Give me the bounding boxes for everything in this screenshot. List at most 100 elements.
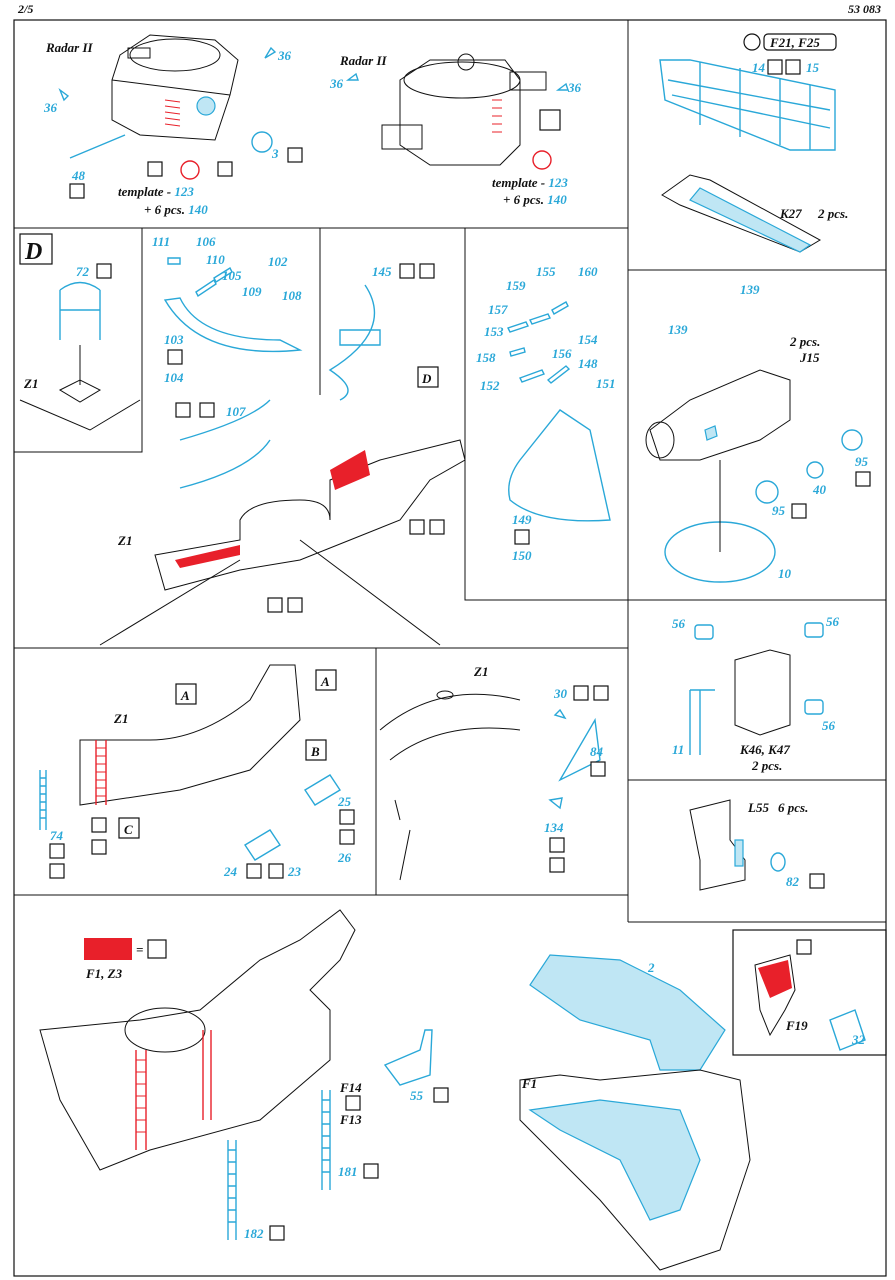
bl-part-f14: F14 (339, 1080, 362, 1095)
k46-label: K46, K47 (739, 742, 790, 757)
radar-right-template-label: template - (492, 175, 548, 190)
k27-part-14: 14 (752, 60, 766, 75)
k27-part-15: 15 (806, 60, 820, 75)
radar-right-part-36a: 36 (329, 76, 344, 91)
ladder-letter-a1: A (180, 688, 190, 703)
radar-left-part-36b: 36 (43, 100, 58, 115)
radar-right-pcs-label: + 6 pcs. (503, 192, 547, 207)
ladder-letter-a2: A (320, 674, 330, 689)
svg-text:+ 6 pcs. 140: + 6 pcs. 140 (503, 192, 567, 207)
radar-right-pcs-num: 140 (547, 192, 567, 207)
blue-ladder-181 (321, 1090, 331, 1190)
k46-pcs: 2 pcs. (751, 758, 782, 773)
mid-part-109: 109 (242, 284, 262, 299)
j15-part-139a: 139 (740, 282, 760, 297)
ladder-part-25: 25 (337, 794, 352, 809)
radar-left-pcs-num: 140 (188, 202, 208, 217)
j15-part-95a: 95 (855, 454, 869, 469)
radar-left-panel: Radar II 36 36 48 3 template - 123 + 6 p… (43, 34, 303, 217)
product-code: 53 083 (848, 2, 881, 16)
paint-legend: F1, Z3 (85, 966, 123, 981)
radar-left-part-48: 48 (71, 168, 86, 183)
f19-part-32: 32 (851, 1032, 866, 1047)
j15-label: J15 (799, 350, 820, 365)
br-part-2: 2 (647, 960, 655, 975)
d-inset-panel: D 72 Z1 (19, 233, 141, 431)
k27-railing-etch (659, 59, 836, 151)
stairs-panel: 155 160 159 157 153 154 158 156 148 152 … (476, 264, 616, 563)
st-part-157: 157 (488, 302, 508, 317)
ladder-letter-c: C (124, 822, 133, 837)
ladder-part-23: 23 (287, 864, 302, 879)
svg-text:template - 123: template - 123 (118, 184, 194, 199)
st-part-155: 155 (536, 264, 556, 279)
mid-part-110: 110 (206, 252, 225, 267)
bottom-right-panel: 2 F1 (519, 954, 751, 1271)
k27-pcs: 2 pcs. (817, 206, 848, 221)
ladder-part-24: 24 (223, 864, 238, 879)
st-part-160: 160 (578, 264, 598, 279)
radar-left-part-3: 3 (271, 146, 279, 161)
k27-label: K27 (779, 206, 802, 221)
f19-panel: F19 32 (754, 939, 866, 1051)
st-part-154: 154 (578, 332, 598, 347)
bl-part-181: 181 (338, 1164, 358, 1179)
z1-right-label: Z1 (473, 664, 488, 679)
k46-part-56a: 56 (672, 616, 686, 631)
ladder-part-26: 26 (337, 850, 352, 865)
st-part-158: 158 (476, 350, 496, 365)
page-number: 2/5 (18, 2, 34, 16)
st-part-149: 149 (512, 512, 532, 527)
l55-panel: L55 6 pcs. 82 (689, 799, 825, 891)
j15-pcs: 2 pcs. (789, 334, 820, 349)
mid-letter-d: D (421, 371, 432, 386)
mid-part-105: 105 (222, 268, 242, 283)
z1-right-panel: Z1 30 84 134 (379, 664, 609, 881)
st-part-148: 148 (578, 356, 598, 371)
ladder-letter-b: B (310, 744, 320, 759)
z1-right-part-84: 84 (590, 744, 604, 759)
ladder-z1-panel: Z1 A A B C 74 25 26 24 23 (39, 664, 355, 879)
st-part-152: 152 (480, 378, 500, 393)
l55-part-82: 82 (786, 874, 800, 889)
blue-ladder-182 (227, 1140, 237, 1240)
mid-part-103: 103 (164, 332, 184, 347)
mid-part-104: 104 (164, 370, 184, 385)
radar-left-title: Radar II (45, 40, 94, 55)
f19-label: F19 (785, 1018, 808, 1033)
l55-pcs: 6 pcs. (778, 800, 808, 815)
red-ladder-right (202, 1030, 212, 1120)
red-ladder-z1 (95, 740, 107, 805)
svg-text:=: = (136, 942, 143, 957)
panel-frames (13, 19, 887, 1277)
st-part-159: 159 (506, 278, 526, 293)
bl-part-f13: F13 (339, 1112, 362, 1127)
st-part-151: 151 (596, 376, 616, 391)
d-inset-part-72: 72 (76, 264, 90, 279)
bl-part-182: 182 (244, 1226, 264, 1241)
d-inset-label: Z1 (23, 376, 38, 391)
d-inset-letter: D (24, 239, 42, 265)
j15-part-40: 40 (812, 482, 827, 497)
bottom-left-panel: = F1, Z3 55 F14 F13 181 (39, 909, 449, 1241)
br-label-f1: F1 (521, 1076, 537, 1091)
j15-part-139b: 139 (668, 322, 688, 337)
st-part-150: 150 (512, 548, 532, 563)
radar-left-part-36a: 36 (277, 48, 292, 63)
ladder-part-74: 74 (50, 828, 64, 843)
blue-ladder-z1 (39, 770, 47, 830)
red-ladder-left (135, 1050, 147, 1150)
radar-left-template-label: template - (118, 184, 174, 199)
j15-panel: 139 139 2 pcs. J15 95 40 95 10 (645, 282, 871, 583)
red-paint-swatch (84, 938, 132, 960)
st-part-153: 153 (484, 324, 504, 339)
k46-part-56b: 56 (826, 614, 840, 629)
resin-label: F21, F25 (769, 35, 820, 50)
mid-part-108: 108 (282, 288, 302, 303)
svg-text:template - 123: template - 123 (492, 175, 568, 190)
middle-panel: 111 106 110 105 109 102 108 103 104 145 … (99, 234, 466, 646)
mid-part-145: 145 (372, 264, 392, 279)
radar-left-template-num: 123 (174, 184, 194, 199)
radar-left-red-marks (164, 99, 181, 127)
